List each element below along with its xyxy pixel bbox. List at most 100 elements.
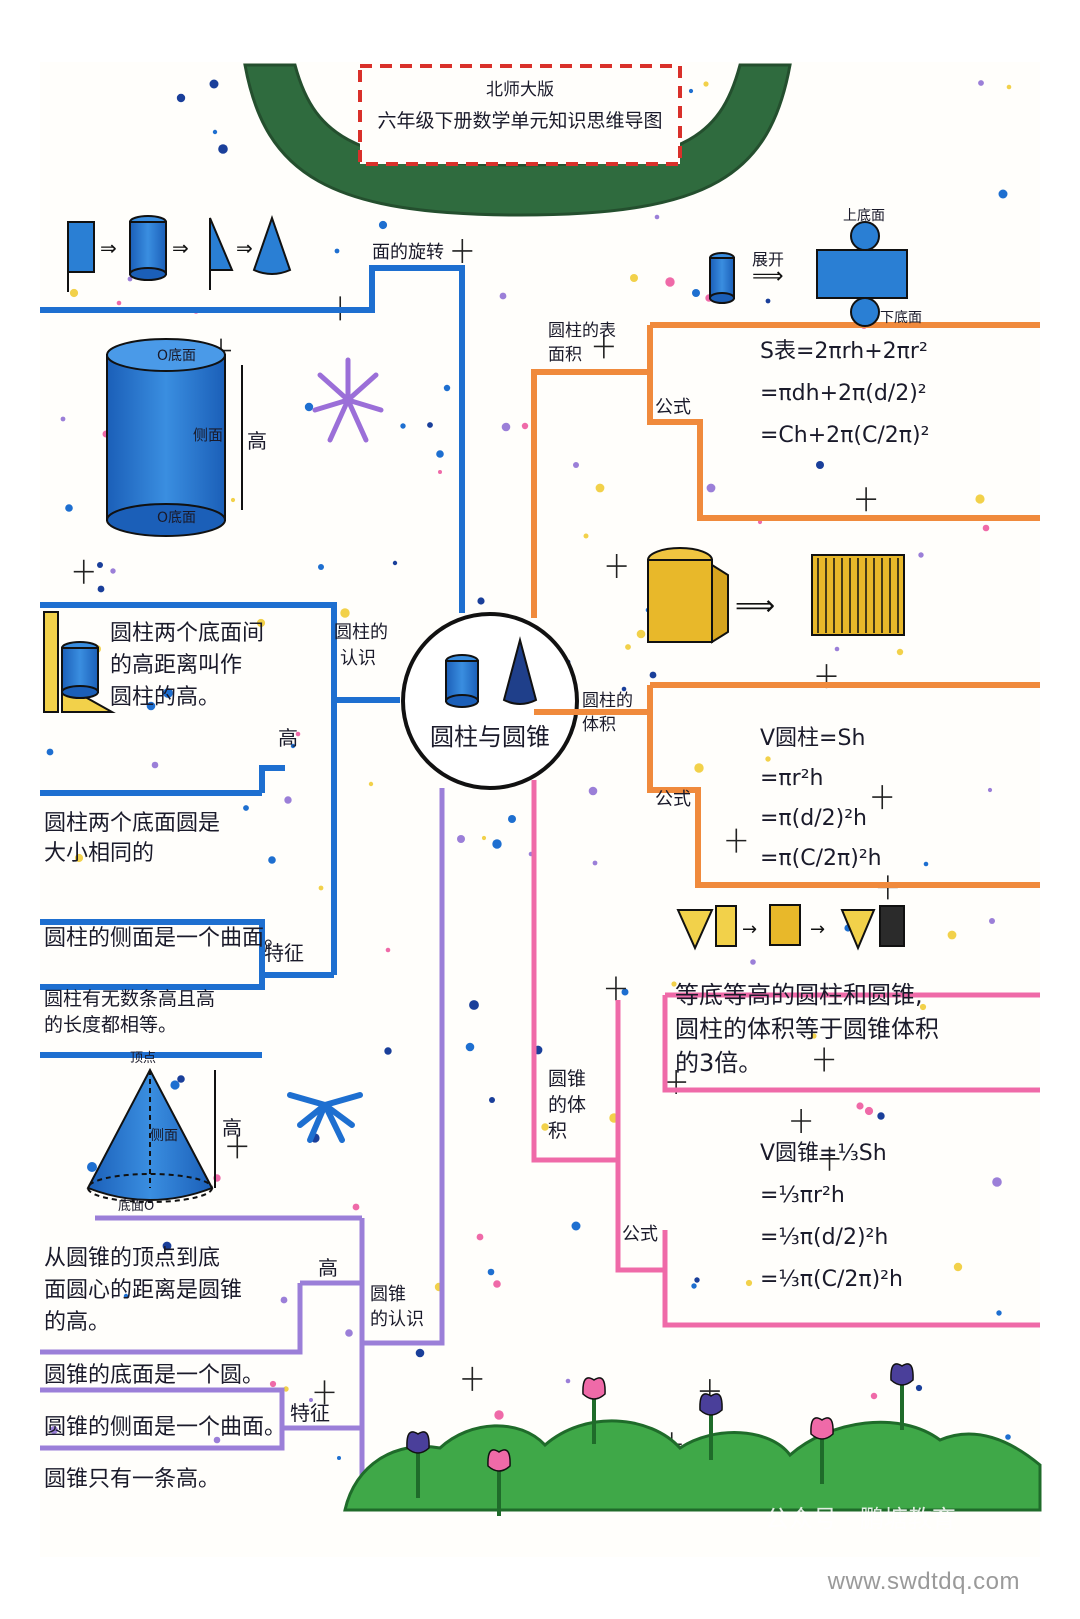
decorative-dot [378, 220, 388, 230]
decorative-dot [283, 1386, 289, 1392]
decorative-dot [588, 786, 598, 796]
decorative-dot [595, 483, 605, 493]
decorative-dot [415, 1348, 425, 1358]
decorative-dot [625, 644, 631, 650]
decorative-dot [499, 292, 507, 300]
decorative-dot [870, 1392, 878, 1400]
cyl-height-label: 高 [247, 429, 267, 453]
footer-url: www.swdtdq.com [827, 1568, 1020, 1595]
flower-head [582, 1377, 606, 1400]
decorative-dot [636, 629, 646, 639]
decorative-dot [706, 483, 716, 493]
cone-height-def-line-0: 从圆锥的顶点到底 [44, 1246, 220, 1271]
decorative-dot [116, 300, 122, 306]
decorative-dot [50, 1426, 58, 1434]
surface-formula-1: =πdh+2π(d/2)² [760, 381, 927, 406]
decorative-dot [443, 384, 451, 392]
decorative-star [227, 1134, 248, 1159]
decorative-dot [438, 470, 442, 474]
unfold-label: 展开 [752, 250, 784, 269]
equal-note-line-0: 等底等高的圆柱和圆锥, [675, 981, 923, 1009]
equal-note-line-2: 的3倍。 [675, 1049, 762, 1077]
svg-text:→: → [742, 919, 757, 940]
decorative-dot [493, 1280, 501, 1288]
left-purple-branches [40, 788, 445, 1480]
volume-formula-1: =πr²h [760, 766, 824, 791]
decorative-dot [508, 815, 516, 823]
decorative-dot [280, 1296, 288, 1304]
decorative-dot [162, 1241, 172, 1251]
decorative-dot [60, 416, 66, 422]
decorative-dot [400, 423, 406, 429]
decorative-dot [492, 839, 502, 849]
decorative-star [462, 1366, 483, 1391]
decorative-dot [982, 524, 990, 532]
cone-side-label: 侧面 [150, 1128, 178, 1144]
decorative-dot [334, 248, 340, 254]
cyl-volume-label: 圆柱的体积 [582, 691, 633, 735]
decorative-dot [97, 585, 105, 593]
decorative-dot [592, 860, 598, 866]
decorative-dot [46, 748, 54, 756]
flower-head [406, 1431, 430, 1454]
decorative-dot [218, 144, 228, 154]
decorative-dot [765, 298, 771, 304]
decorative-dot [691, 1283, 697, 1289]
decorative-dot [745, 1279, 753, 1287]
cyl-knowledge-label-1: 圆柱的 [334, 622, 388, 643]
surface-label-line-1: 面积 [548, 345, 582, 365]
cone-apex-label: 顶点 [130, 1051, 156, 1066]
decorative-dot [97, 562, 103, 568]
decorative-dot [541, 1123, 549, 1131]
decorative-dot [465, 1042, 475, 1052]
cone-height-def-line-1: 面圆心的距离是圆锥 [44, 1278, 242, 1303]
right-orange-branches [531, 322, 1040, 888]
equal-note-line-1: 圆柱的体积等于圆锥体积 [675, 1015, 939, 1043]
decorative-dot [213, 1436, 221, 1444]
decorative-star [872, 785, 893, 810]
decorative-dot [489, 1097, 495, 1103]
decorative-star [856, 487, 877, 512]
cyl-height-def-line-1: 的高距离叫作 [110, 653, 242, 678]
decorative-dot [987, 787, 993, 793]
cone-feature-2: 圆锥只有一条高。 [44, 1467, 220, 1492]
cone-knowledge-label-1: 圆锥 [370, 1284, 406, 1305]
decorative-dot [476, 1233, 484, 1241]
decorative-dot [295, 731, 301, 737]
volume-formula-2: =π(d/2)²h [760, 806, 867, 831]
decorative-dot [146, 701, 156, 711]
decorative-dot [318, 564, 324, 570]
decorative-star [606, 554, 627, 579]
watermark: 公众号 · 鹏塘教育 [765, 1505, 956, 1533]
decorative-dot [69, 288, 79, 298]
cone-diagram: 顶点 侧面 底面O 高 [86, 1051, 242, 1214]
cyl-feature-2-line-0: 圆柱的侧面是一个曲面。 [44, 926, 286, 951]
cyl-knowledge-label-2: 认识 [340, 648, 376, 669]
flowers [406, 1363, 914, 1516]
decorative-dot [176, 93, 186, 103]
rotation-label: 面的旋转 [372, 242, 444, 263]
header-line1: 北师大版 [486, 80, 554, 100]
flower-head [699, 1393, 723, 1416]
cone-formula-1: =⅓πr²h [760, 1183, 845, 1208]
decorative-dot [268, 856, 276, 864]
decorative-star [726, 828, 747, 853]
decorative-dot [992, 1177, 1002, 1187]
cone-formula-3: =⅓π(C/2π)²h [760, 1267, 903, 1292]
decorative-dot [284, 796, 292, 804]
decorative-dot [521, 422, 529, 430]
pour-diagram: → → [676, 904, 905, 951]
decorative-star [819, 1146, 840, 1171]
volume-label-line-0: 圆柱的 [582, 691, 633, 711]
decorative-dot [923, 861, 929, 867]
cyl-feature-1-line-1: 大小相同的 [44, 841, 154, 866]
volume-formula-0: V圆柱=Sh [760, 726, 865, 751]
decorative-dot [494, 1410, 504, 1420]
decorative-dot [896, 648, 904, 656]
volume-label-line-1: 体积 [582, 715, 616, 735]
decorative-dot [573, 462, 579, 468]
cone-height-label: 高 [222, 1116, 242, 1140]
surface-formula-0: S表=2πrh+2πr² [760, 339, 928, 364]
